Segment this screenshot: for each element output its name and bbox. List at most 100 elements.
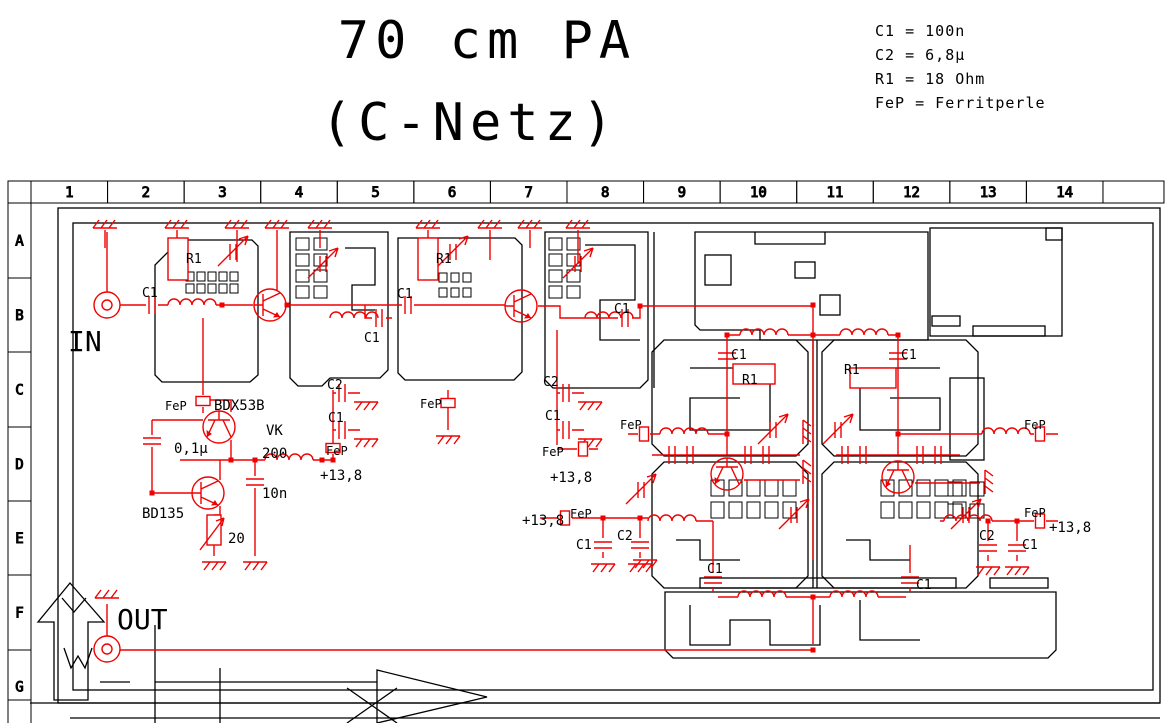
ground-icon (264, 219, 290, 229)
inductor-icon (329, 311, 379, 319)
grid-col-cell (1102, 180, 1165, 204)
ferrite-bead-icon (440, 397, 456, 409)
supply-label: +13,8 (320, 468, 362, 484)
junction-dot (809, 646, 817, 654)
grid-col-label: 6 (448, 185, 456, 201)
junction-dot (283, 301, 291, 309)
junction-dot (251, 456, 259, 464)
ground-icon (984, 469, 994, 495)
pcb-pad (450, 272, 460, 283)
supply-label: +13,8 (522, 513, 564, 529)
inductor-icon (981, 427, 1031, 435)
grid-row-label: D (15, 457, 23, 473)
ground-icon (164, 219, 190, 229)
grid-col-label: 2 (142, 185, 150, 201)
grid-col-label: 14 (1056, 185, 1073, 201)
pcb-pad (295, 237, 310, 251)
pcb-pad (764, 501, 779, 519)
grid-row-label: G (15, 680, 23, 696)
ground-icon (627, 563, 653, 573)
ground-icon (224, 219, 250, 229)
pcb-pad (548, 269, 563, 283)
ground-icon (201, 561, 227, 571)
ground-icon (477, 219, 503, 229)
grid-row-label: C (15, 383, 23, 399)
pcb-pad (196, 283, 206, 294)
pcb-pad (764, 479, 779, 497)
pcb-pad (207, 271, 217, 282)
capacitor-icon (375, 308, 383, 328)
pcb-pad (782, 479, 797, 497)
ground-icon (565, 219, 591, 229)
pcb-pad (782, 501, 797, 519)
pcb-pad (295, 285, 310, 299)
legend-item: FeP = Ferritperle (875, 94, 1046, 112)
junction-dot (329, 456, 337, 464)
pcb-pad (313, 285, 328, 299)
pcb-pad (969, 481, 985, 497)
pcb-pad (295, 253, 310, 267)
transistor-icon (202, 410, 236, 444)
transistor-icon (253, 288, 287, 322)
transistor-icon (504, 289, 538, 323)
pcb-pad (229, 271, 239, 282)
pcb-pad (947, 481, 963, 497)
pcb-pads (185, 237, 985, 519)
legend-item: C1 = 100n (875, 22, 965, 40)
ref-label: C1 (328, 411, 344, 426)
ground-icon (92, 219, 118, 229)
ref-label: FeP (620, 418, 642, 432)
inductor-icon (167, 298, 217, 306)
ground-icon (975, 566, 1001, 576)
ref-label: FeP (165, 399, 187, 413)
ground-icon (353, 401, 379, 411)
pcb-pad (566, 253, 581, 267)
ref-label: FeP (1024, 418, 1046, 432)
ref-label: C1 (707, 562, 723, 577)
pcb-pad (746, 479, 761, 497)
grid-corner-cell (7, 180, 32, 204)
grid-row-label: A (15, 234, 24, 250)
ground-icon (802, 419, 812, 445)
pcb-pad (916, 501, 931, 519)
ground-icon (435, 435, 461, 445)
ref-label: FeP (542, 445, 564, 459)
ref-label: FeP (570, 507, 592, 521)
part-label: BDX53B (214, 398, 265, 414)
connector-icon (93, 291, 121, 319)
ref-label: C2 (543, 375, 559, 390)
trimmer-arrow-icon (822, 413, 854, 445)
ferrite-bead-icon (195, 395, 211, 407)
ref-label: R1 (436, 252, 452, 267)
grid-row-label: F (15, 606, 23, 622)
inductor-icon (647, 514, 697, 522)
page-title-line2: (C-Netz) (321, 93, 619, 153)
pcb-pad (218, 271, 228, 282)
pcb-pad (207, 283, 217, 294)
connector-icon (93, 635, 121, 663)
junction-dot (599, 514, 607, 522)
capacitor-icon (978, 544, 998, 552)
pcb-pad (566, 237, 581, 251)
junction-dot (218, 301, 226, 309)
ref-label: C1 (614, 302, 630, 317)
pcb-pad (710, 501, 725, 519)
capacitor-icon (630, 541, 650, 549)
grid-col-label: 13 (980, 185, 997, 201)
ref-label: FeP (420, 397, 442, 411)
pcb-pad (898, 479, 913, 497)
grid-col-label: 7 (524, 185, 532, 201)
pcb-pad (438, 287, 448, 298)
ref-label: C1 (142, 286, 158, 301)
ref-label: C2 (979, 529, 995, 544)
ground-icon (242, 561, 268, 571)
transistor-icon (191, 476, 225, 510)
grid-col-label: 12 (903, 185, 920, 201)
grid-row-column (7, 203, 32, 723)
junction-dot (148, 489, 156, 497)
ref-label: C1 (545, 409, 561, 424)
capacitor-icon (245, 478, 265, 486)
pcb-artwork (30, 207, 1161, 723)
